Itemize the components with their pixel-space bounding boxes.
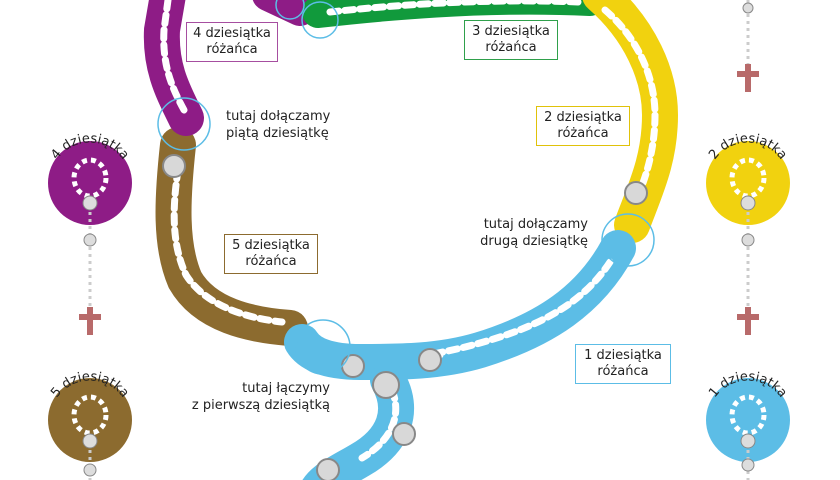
single-decade-2-beads bbox=[729, 157, 767, 199]
medal-icon bbox=[740, 195, 756, 211]
decade-2-line2: różańca bbox=[557, 126, 609, 141]
single-decade-1-beads bbox=[729, 394, 767, 436]
medal-icon bbox=[83, 463, 97, 477]
single-decade-4-beads bbox=[71, 157, 109, 199]
medal-icons bbox=[162, 154, 648, 480]
decade-5-line2: różańca bbox=[245, 254, 297, 269]
decade-1-line1: 1 dziesiątka bbox=[584, 348, 662, 363]
decade-3-line2: różańca bbox=[485, 40, 537, 55]
single-decade-5-beads bbox=[71, 394, 109, 436]
crucifix-icon bbox=[79, 307, 101, 335]
decade-2-callout: 2 dziesiątka różańca bbox=[536, 106, 630, 146]
decade-3-line1: 3 dziesiątka bbox=[472, 24, 550, 39]
decade-5-callout: 5 dziesiątka różańca bbox=[224, 234, 318, 274]
decade-4-line1: 4 dziesiątka bbox=[193, 26, 271, 41]
medal-icon bbox=[82, 195, 98, 211]
join-first-line2: z pierwszą dziesiątką bbox=[191, 398, 330, 413]
crucifix-icon bbox=[737, 307, 759, 335]
medal-icon bbox=[741, 458, 755, 472]
decade-1-callout: 1 dziesiątka różańca bbox=[575, 344, 671, 384]
medal-icon bbox=[83, 233, 97, 247]
attach-second-line2: drugą dziesiątkę bbox=[480, 234, 588, 249]
decade-4-callout: 4 dziesiątka różańca bbox=[186, 22, 278, 62]
decade-1-line2: różańca bbox=[597, 364, 649, 379]
single-decade-4-disc bbox=[48, 141, 132, 225]
decade-3-callout: 3 dziesiątka różańca bbox=[464, 20, 558, 60]
attach-fifth-line2: piątą dziesiątkę bbox=[226, 126, 329, 141]
single-decade-1-disc bbox=[706, 378, 790, 462]
band-decade-4-top bbox=[252, 0, 316, 26]
medal-icon bbox=[742, 2, 754, 14]
attach-second-line1: tutaj dołączamy bbox=[483, 217, 588, 232]
decade-5-line1: 5 dziesiątka bbox=[232, 238, 310, 253]
medal-icon bbox=[740, 433, 756, 449]
crucifix-icon bbox=[737, 64, 759, 92]
single-decade-2-disc bbox=[706, 141, 790, 225]
medal-icon bbox=[82, 433, 98, 449]
attach-fifth-line1: tutaj dołączamy bbox=[226, 109, 331, 124]
join-first-note: tutaj łączymy z pierwszą dziesiątką bbox=[170, 380, 330, 414]
attach-fifth-note: tutaj dołączamy piątą dziesiątkę bbox=[226, 108, 330, 142]
decade-4-line2: różańca bbox=[206, 42, 258, 57]
attach-second-note: tutaj dołączamy drugą dziesiątkę bbox=[460, 216, 588, 250]
join-first-line1: tutaj łączymy bbox=[242, 381, 330, 396]
join-circles bbox=[157, 0, 655, 375]
single-decade-5-disc bbox=[48, 378, 132, 462]
medal-icon bbox=[741, 233, 755, 247]
decade-2-line1: 2 dziesiątka bbox=[544, 110, 622, 125]
